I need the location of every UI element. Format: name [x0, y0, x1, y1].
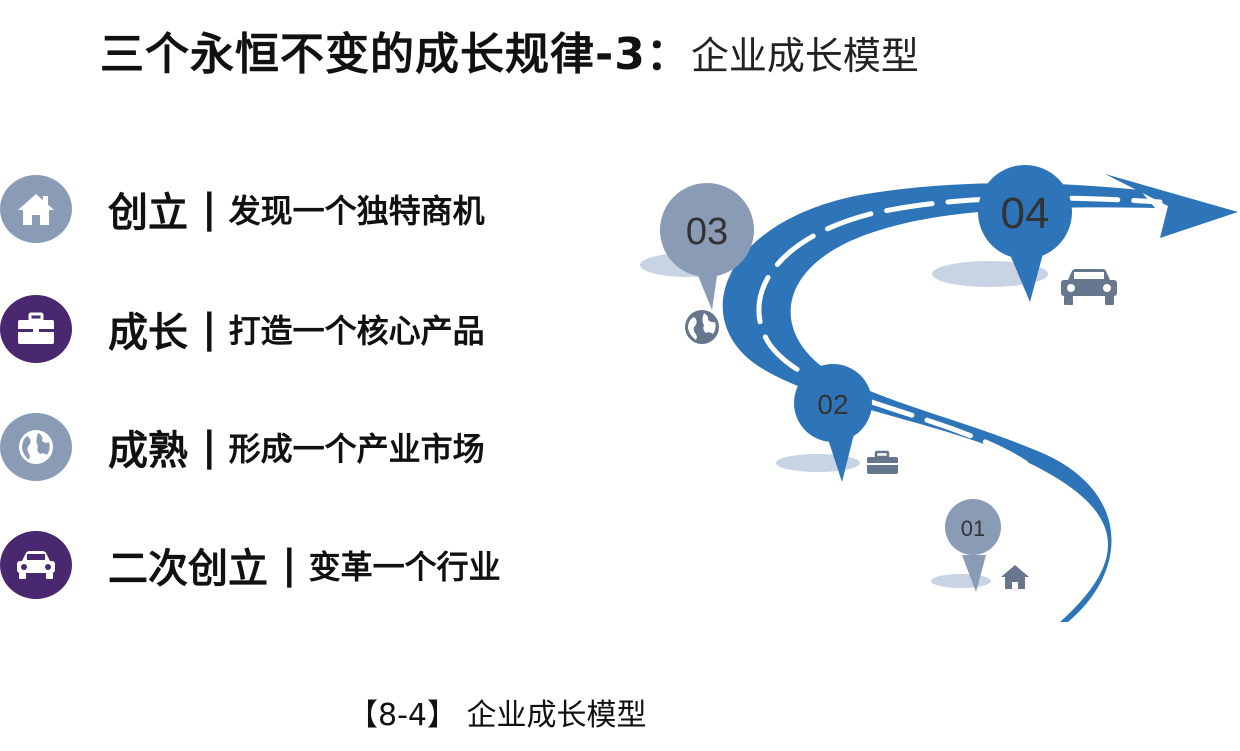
road-path — [722, 183, 1155, 623]
page-title: 三个永恒不变的成长规律-3：企业成长模型 — [100, 18, 919, 82]
home-icon — [18, 194, 54, 225]
stage-desc: 变革一个行业 — [308, 548, 501, 586]
stage-separator: | — [202, 306, 217, 352]
figure-caption: 【8-4】 企业成长模型 — [348, 698, 647, 733]
stage-name: 二次创立 — [108, 546, 268, 592]
globe-icon — [19, 430, 53, 464]
marker-label: 03 — [686, 211, 728, 253]
briefcase-icon — [867, 450, 898, 474]
stage-row-4: 二次创立 | 变革一个行业 — [0, 530, 501, 600]
briefcase-icon — [18, 312, 54, 344]
stage-separator: | — [282, 542, 297, 588]
stage-desc: 形成一个产业市场 — [228, 430, 485, 468]
stage-name: 创立 — [108, 190, 188, 236]
globe-icon — [685, 310, 719, 344]
stage-row-2: 成长 | 打造一个核心产品 — [0, 294, 485, 364]
stage-separator: | — [202, 424, 217, 470]
marker-04: 04 — [932, 165, 1117, 305]
title-light: 企业成长模型 — [690, 34, 919, 78]
stage-row-3: 成熟 | 形成一个产业市场 — [0, 412, 485, 482]
marker-02: 02 — [776, 364, 898, 482]
road-arrow-head — [1105, 174, 1238, 238]
car-icon — [1061, 269, 1117, 305]
marker-label: 04 — [1001, 189, 1050, 238]
stage-icon-badge — [0, 413, 72, 481]
stage-name: 成熟 — [108, 428, 188, 474]
stage-separator: | — [202, 186, 217, 232]
stage-icon-badge — [0, 175, 72, 243]
title-bold: 三个永恒不变的成长规律-3： — [100, 29, 691, 80]
stage-name: 成长 — [108, 310, 188, 356]
marker-label: 01 — [961, 516, 985, 541]
stage-desc: 发现一个独特商机 — [228, 192, 485, 230]
home-icon — [1001, 565, 1029, 589]
stage-row-1: 创立 | 发现一个独特商机 — [0, 174, 485, 244]
stage-desc: 打造一个核心产品 — [228, 312, 485, 350]
marker-label: 02 — [817, 389, 848, 420]
marker-03: 03 — [640, 183, 754, 344]
stage-icon-badge — [0, 531, 72, 599]
growth-road-diagram: 03 04 02 — [640, 165, 1238, 623]
marker-01: 01 — [931, 499, 1029, 592]
stage-icon-badge — [0, 295, 72, 363]
car-icon — [17, 551, 55, 579]
